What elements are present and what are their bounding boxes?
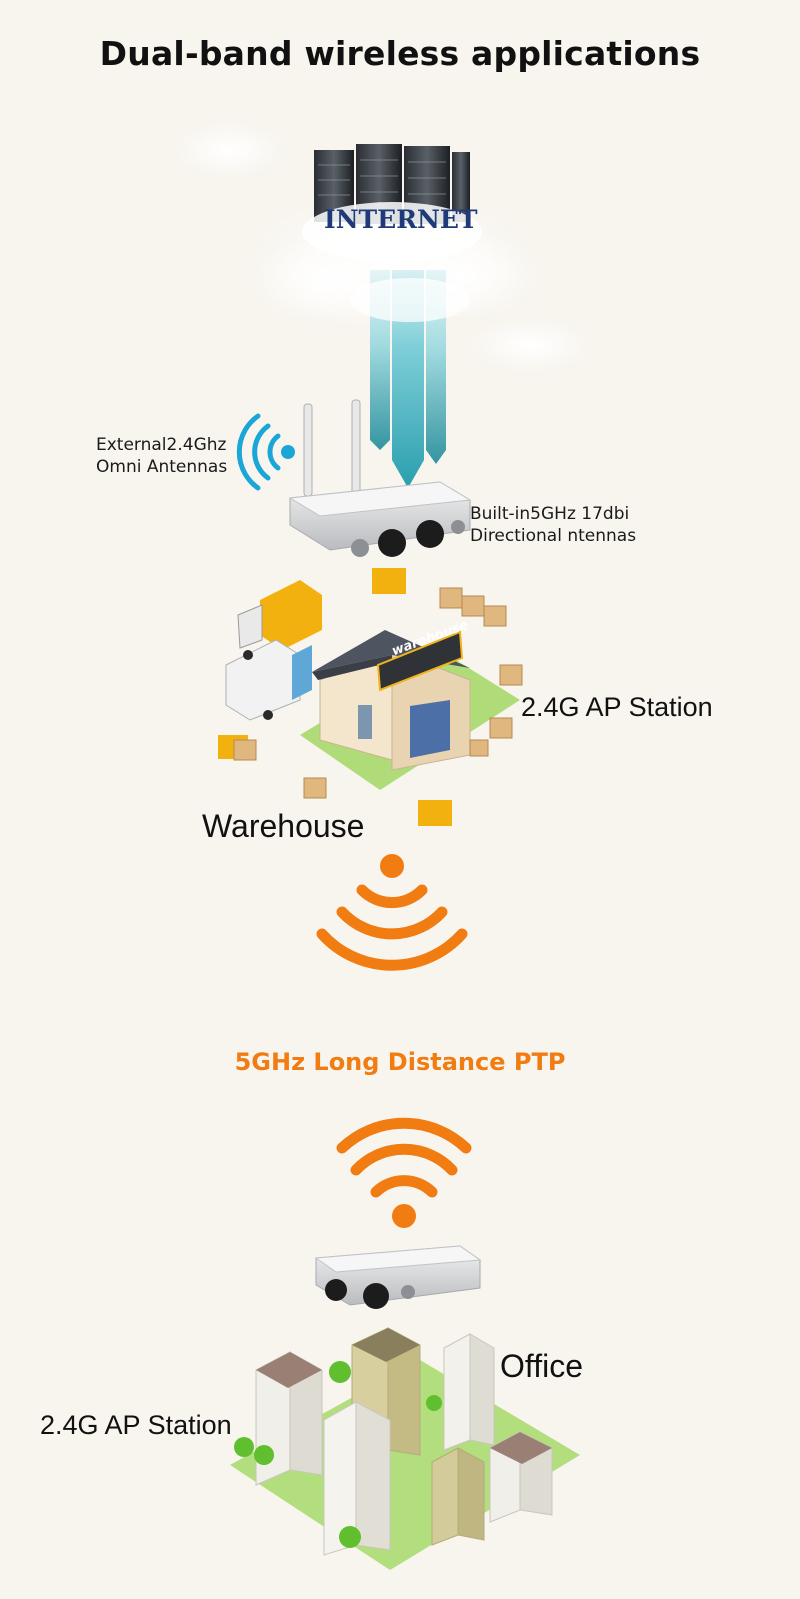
office-name-label: Office xyxy=(500,1348,583,1384)
builtin-antenna-label-line2: Directional ntennas xyxy=(470,526,637,546)
wifi-signal-orange-icon xyxy=(316,854,468,971)
internet-label: INTERNET xyxy=(324,205,478,234)
builtin-antenna-label-line1: Built-in5GHz 17dbi xyxy=(470,504,630,524)
warehouse-station-label: 2.4G AP Station xyxy=(521,692,713,722)
wifi-signal-blue-icon xyxy=(236,413,295,491)
warehouse-name-label: Warehouse xyxy=(202,808,365,844)
ptp-link-label: 5GHz Long Distance PTP xyxy=(234,1048,566,1076)
page-title: Dual-band wireless applications xyxy=(99,34,701,73)
server-racks-icon xyxy=(302,144,482,262)
wifi-signal-orange-receive-icon xyxy=(336,1117,472,1228)
external-antenna-label: External2.4Ghz Omni Antennas xyxy=(96,434,227,478)
data-beam-arrows xyxy=(350,270,470,488)
office-buildings xyxy=(230,1327,580,1570)
external-antenna-label-line2: Omni Antennas xyxy=(96,457,228,477)
office-station-label: 2.4G AP Station xyxy=(40,1410,232,1440)
builtin-antenna-label: Built-in5GHz 17dbi Directional ntennas xyxy=(470,503,636,547)
warehouse-scene xyxy=(218,568,523,826)
office-ap-device xyxy=(314,1245,482,1309)
external-antenna-label-line1: External2.4Ghz xyxy=(96,435,227,455)
outdoor-ap-device xyxy=(288,399,472,557)
